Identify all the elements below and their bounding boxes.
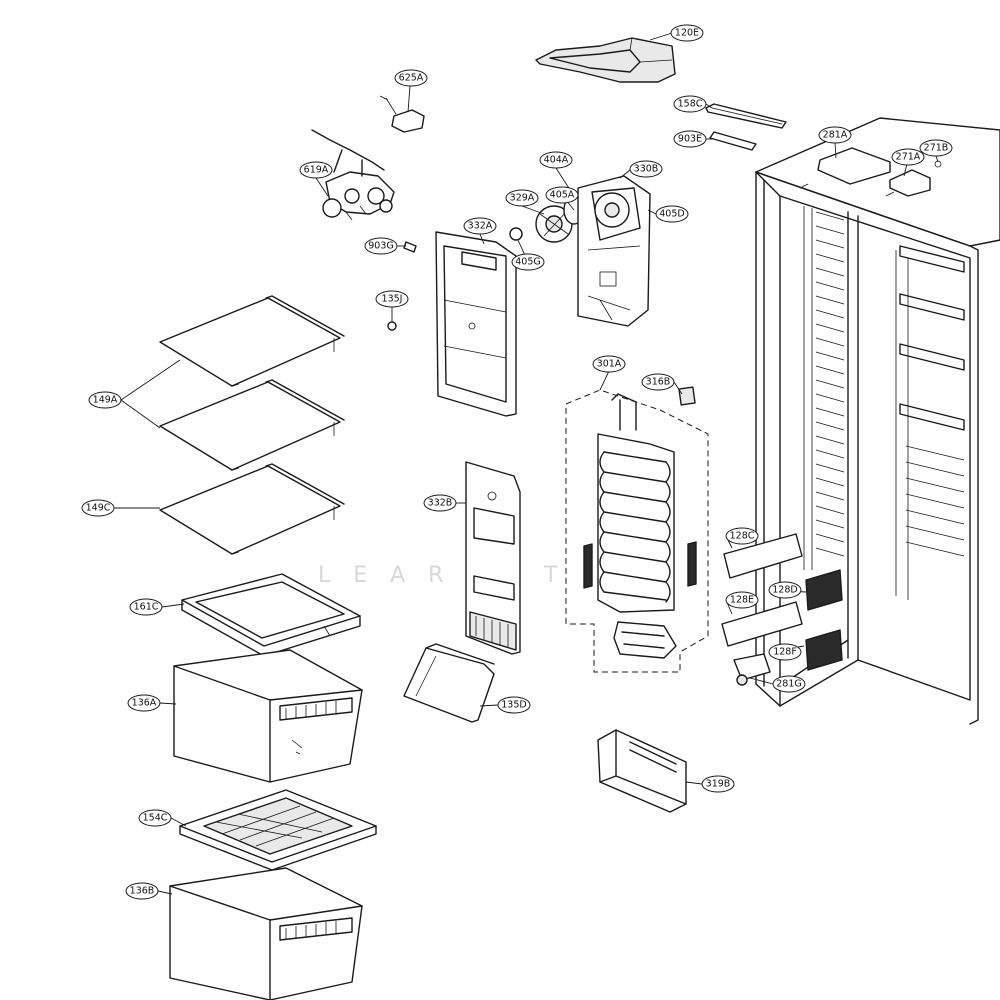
svg-text:332B: 332B [428,498,453,509]
label-281A: 281A [818,126,852,144]
part-evaporator [565,389,709,673]
label-332A: 332A [463,217,497,235]
watermark: L E A R A N T [318,563,565,588]
label-271A: 271A [891,148,925,166]
svg-text:301A: 301A [597,359,622,370]
part-319b [597,729,687,813]
label-158C: 158C [673,95,707,113]
part-duct-332b [465,461,521,655]
svg-text:149C: 149C [86,503,111,514]
part-135j [387,321,397,331]
label-625A: 625A [394,69,428,87]
label-329A: 329A [505,189,539,207]
svg-text:405D: 405D [659,209,684,220]
label-405A: 405A [545,186,579,204]
svg-text:332A: 332A [468,221,493,232]
cabinet-shelf-rails-right [895,245,965,600]
part-valve-assembly [311,129,395,221]
label-903G: 903G [364,237,398,255]
svg-text:128D: 128D [772,585,797,596]
part-135d [403,643,495,723]
svg-text:281A: 281A [823,130,848,141]
svg-text:135J: 135J [382,294,403,305]
svg-text:128E: 128E [730,595,754,606]
label-128C: 128C [725,527,759,545]
svg-text:271B: 271B [924,143,949,154]
svg-text:271A: 271A [896,152,921,163]
label-903E: 903E [673,130,707,148]
label-316B: 316B [641,373,675,391]
svg-text:619A: 619A [304,165,329,176]
label-619A: 619A [299,161,333,179]
svg-text:405G: 405G [515,257,541,268]
label-271B: 271B [919,139,953,157]
svg-text:149A: 149A [93,395,118,406]
part-fan-motor [509,195,585,243]
svg-text:158C: 158C [678,99,703,110]
part-drawer-136a [173,649,363,783]
svg-text:135D: 135D [501,700,526,711]
svg-text:136A: 136A [132,698,157,709]
svg-text:120E: 120E [675,28,699,39]
part-frame-161c [181,573,361,657]
label-120E: 120E [670,24,704,42]
label-330B: 330B [629,160,663,178]
label-128D: 128D [768,581,802,599]
svg-text:316B: 316B [646,377,671,388]
label-136B: 136B [125,882,159,900]
cabinet-shelf-rails-left [803,206,845,570]
part-903e [709,131,757,151]
svg-text:128F: 128F [773,647,797,658]
part-625a [379,95,425,133]
svg-text:319B: 319B [706,779,731,790]
part-hinges-128 [721,533,843,686]
svg-text:903G: 903G [368,241,394,252]
svg-text:404A: 404A [544,155,569,166]
part-drawer-136b [169,867,363,1000]
label-405G: 405G [511,253,545,271]
part-158c [705,103,787,129]
part-shelf-149a-2 [159,379,345,471]
part-rack-154c [179,789,377,871]
label-135J: 135J [375,290,409,308]
label-154C: 154C [138,809,172,827]
part-fan-cover [577,175,651,327]
svg-text:281G: 281G [776,679,802,690]
svg-text:625A: 625A [399,73,424,84]
svg-text:329A: 329A [510,193,535,204]
part-shelf-149c [159,463,345,555]
svg-text:903E: 903E [678,134,702,145]
part-shelf-149a-1 [159,295,345,387]
svg-text:161C: 161C [134,602,159,613]
svg-text:154C: 154C [143,813,168,824]
svg-text:330B: 330B [634,164,659,175]
label-161C: 161C [129,598,163,616]
label-149A: 149A [88,391,122,409]
label-319B: 319B [701,775,735,793]
part-panel-332a [435,231,517,417]
part-316b [678,386,696,406]
label-301A: 301A [592,355,626,373]
label-332B: 332B [423,494,457,512]
label-136A: 136A [127,694,161,712]
svg-text:128C: 128C [730,531,755,542]
label-405D: 405D [655,205,689,223]
svg-text:405A: 405A [550,190,575,201]
label-404A: 404A [539,151,573,169]
label-128E: 128E [725,591,759,609]
label-149C: 149C [81,499,115,517]
label-135D: 135D [497,696,531,714]
part-903g [403,241,417,253]
label-281G: 281G [772,675,806,693]
label-128F: 128F [768,643,802,661]
svg-text:136B: 136B [130,886,155,897]
part-top-cover [535,37,676,83]
